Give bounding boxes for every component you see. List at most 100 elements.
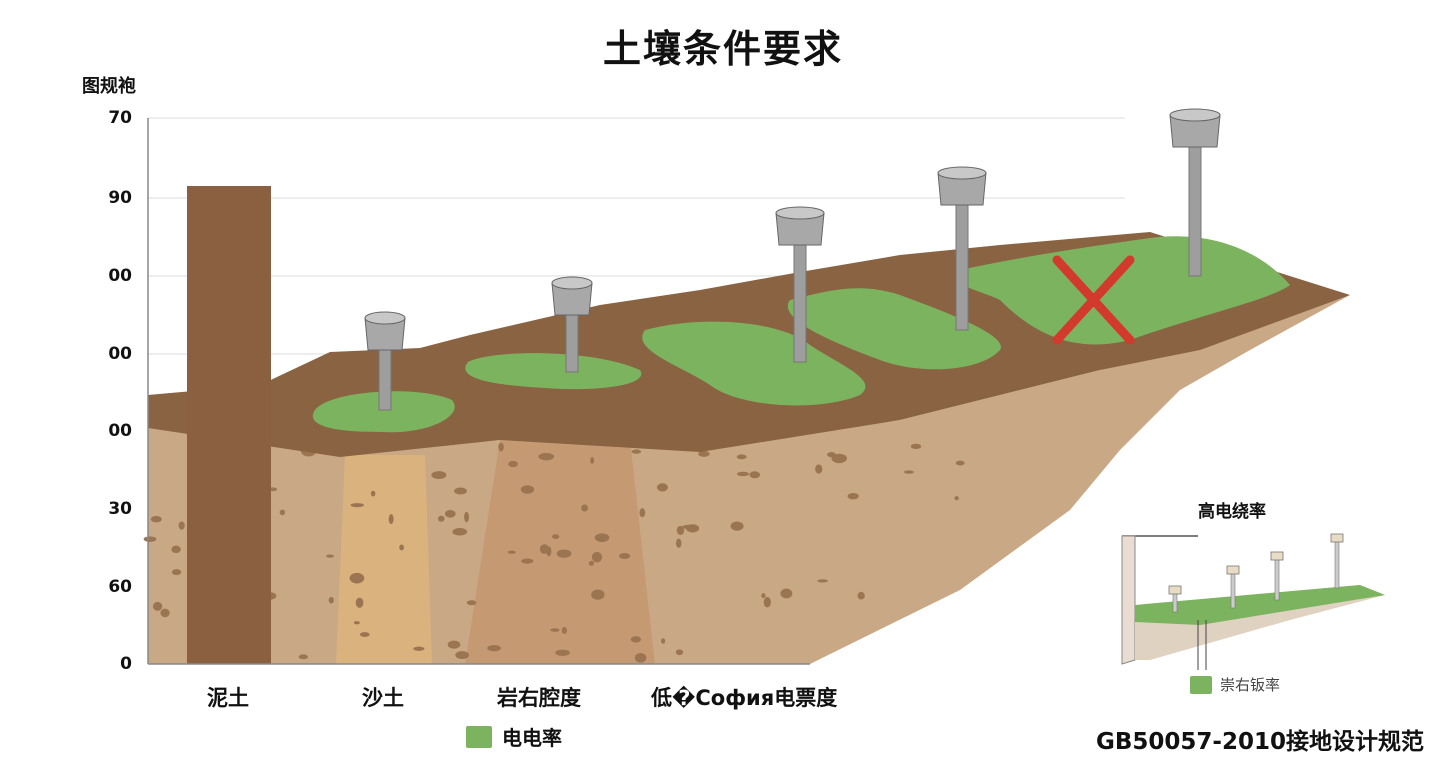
- soil-speck: [656, 483, 668, 492]
- soil-speck: [698, 450, 710, 457]
- y-tick: 00: [108, 266, 132, 286]
- soil-speck: [178, 521, 185, 530]
- soil-speck: [350, 503, 365, 508]
- soil-speck: [555, 649, 570, 656]
- soil-speck: [847, 492, 859, 500]
- inset-rod-icon: [1270, 551, 1284, 601]
- soil-speck: [454, 487, 467, 495]
- soil-speck: [831, 453, 848, 464]
- legend: 电电率: [466, 722, 562, 751]
- soil-speck: [507, 550, 516, 554]
- soil-speck: [349, 572, 365, 584]
- soil-speck: [279, 509, 286, 516]
- soil-speck: [676, 525, 685, 536]
- legend-label: 电电率: [502, 726, 562, 750]
- soil-speck: [550, 628, 560, 632]
- legend-swatch: [466, 725, 492, 748]
- soil-speck: [682, 524, 697, 530]
- soil-speck: [431, 471, 447, 480]
- soil-speck: [903, 470, 914, 474]
- soil-speck: [815, 464, 823, 474]
- soil-speck: [413, 646, 425, 651]
- soil-speck: [353, 621, 360, 625]
- soil-speck: [639, 508, 646, 518]
- soil-speck: [857, 591, 865, 600]
- soil-speck: [675, 538, 682, 548]
- soil-speck: [466, 600, 477, 606]
- ground-rod-icon: [551, 276, 593, 373]
- inset-rod-icon: [1226, 565, 1240, 609]
- inset-legend: 崇右钣率: [1190, 674, 1280, 695]
- soil-speck: [437, 515, 445, 522]
- soil-speck: [581, 504, 589, 512]
- soil-speck: [498, 442, 504, 452]
- subsoil-layer: [148, 295, 1350, 664]
- soil-speck: [736, 471, 750, 477]
- soil-speck: [761, 593, 766, 599]
- soil-speck: [749, 471, 761, 479]
- soil-speck: [388, 514, 394, 525]
- y-tick: 90: [108, 188, 132, 208]
- standard-reference: GB50057-2010接地设计规范: [1096, 729, 1424, 755]
- soil-speck: [660, 638, 666, 644]
- inset-legend-label: 崇右钣率: [1220, 676, 1281, 694]
- soil-speck: [588, 560, 595, 566]
- soil-speck: [171, 545, 181, 554]
- grass-patches: [312, 236, 1290, 433]
- ground-rod-icon: [775, 206, 825, 363]
- category-label: 岩右腔度: [497, 686, 581, 710]
- soil-speck: [464, 511, 470, 523]
- soil-speck: [508, 460, 518, 468]
- inset-legend-swatch: [1190, 675, 1212, 694]
- y-tick: 0: [120, 654, 132, 674]
- y-axis-label: 图规袍: [82, 76, 136, 97]
- soil-speck: [521, 558, 534, 564]
- soil-speck: [630, 636, 642, 643]
- category-label: 泥土: [207, 686, 249, 710]
- soil-speck: [910, 443, 922, 449]
- soil-speck: [634, 652, 647, 663]
- soil-speck: [455, 651, 470, 659]
- page-title: 土壤条件要求: [602, 27, 843, 71]
- soil-speck: [763, 596, 771, 608]
- soil-speck: [355, 597, 364, 608]
- soil-speck: [399, 544, 404, 551]
- y-tick: 00: [108, 344, 132, 364]
- soil-speck: [143, 536, 157, 542]
- soil-speck: [631, 449, 642, 454]
- ground-rod-icon: [364, 311, 406, 411]
- y-tick: 00: [108, 421, 132, 441]
- clay-bar: [187, 186, 271, 664]
- soil-speck: [561, 626, 568, 634]
- inset-diagram: [1121, 533, 1385, 670]
- soil-speck: [817, 579, 828, 583]
- inset-title: 高电绕率: [1198, 502, 1266, 522]
- category-label: 低�София电票度: [651, 686, 838, 710]
- soil-speck: [955, 460, 965, 466]
- inset-rod-icon: [1330, 533, 1344, 589]
- ground-rod-icon: [1169, 108, 1221, 277]
- soil-speck: [452, 527, 468, 536]
- ground-rod-icon: [937, 166, 987, 331]
- soil-speck: [736, 454, 747, 460]
- soil-speck: [590, 457, 595, 464]
- soil-speck: [780, 588, 793, 599]
- soil-speck: [520, 485, 535, 494]
- soil-speck: [298, 654, 309, 660]
- soil-speck: [487, 644, 501, 652]
- soil-speck: [591, 589, 605, 600]
- soil-speck: [539, 544, 550, 554]
- inset-rod-icon: [1168, 585, 1182, 613]
- soil-speck: [538, 452, 555, 461]
- sand-column: [336, 455, 432, 664]
- y-tick: 70: [108, 108, 132, 128]
- soil-speck: [618, 552, 631, 560]
- soil-speck: [359, 632, 370, 637]
- soil-speck: [328, 596, 334, 604]
- y-tick: 60: [108, 577, 132, 597]
- soil-speck: [447, 640, 461, 649]
- cross-icon: [1052, 255, 1135, 345]
- soil-speck: [444, 510, 456, 518]
- soil-speck: [675, 649, 684, 656]
